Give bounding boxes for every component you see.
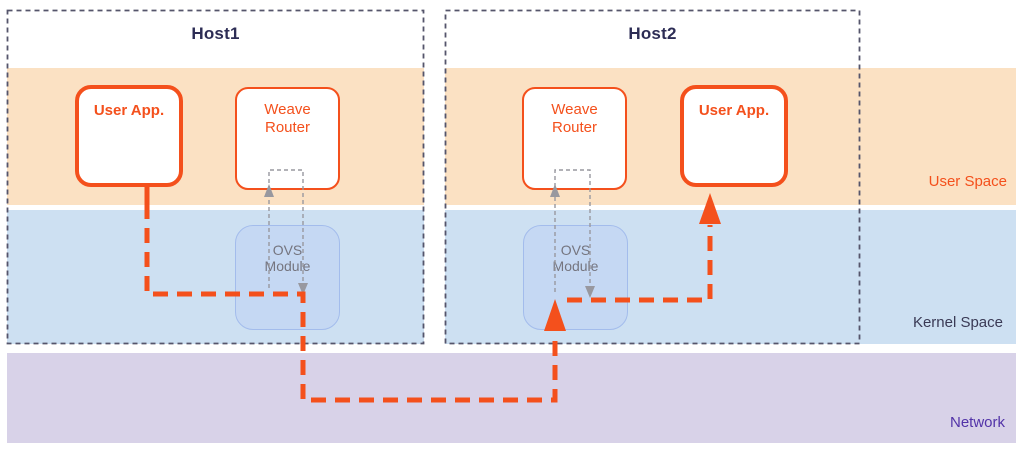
host2-user-app-label: User App. bbox=[698, 102, 770, 119]
host1-weave-router-label: Weave Router bbox=[264, 101, 311, 136]
host1-ovs-module-box: OVS Module bbox=[235, 225, 340, 330]
host1-user-app-box: User App. bbox=[75, 85, 183, 187]
host1-user-app-label: User App. bbox=[93, 102, 165, 119]
kernel-space-label: Kernel Space bbox=[912, 314, 1003, 331]
host1-title: Host1 bbox=[191, 24, 240, 43]
host2-user-app-box: User App. bbox=[680, 85, 788, 187]
user-space-band-host1 bbox=[7, 68, 424, 205]
host1-weave-router-box: Weave Router bbox=[235, 87, 340, 190]
kernel-space-band-host1 bbox=[7, 210, 424, 344]
host2-weave-router-label: Weave Router bbox=[551, 101, 598, 136]
user-space-label: User Space bbox=[928, 173, 1007, 190]
network-label: Network bbox=[949, 414, 1005, 431]
host2-title: Host2 bbox=[628, 24, 677, 43]
host2-ovs-module-box: OVS Module bbox=[523, 225, 628, 330]
host1-ovs-module-label: OVS Module bbox=[264, 242, 311, 274]
host2-weave-router-box: Weave Router bbox=[522, 87, 627, 190]
host2-ovs-module-label: OVS Module bbox=[552, 242, 599, 274]
network-band bbox=[7, 353, 1016, 443]
